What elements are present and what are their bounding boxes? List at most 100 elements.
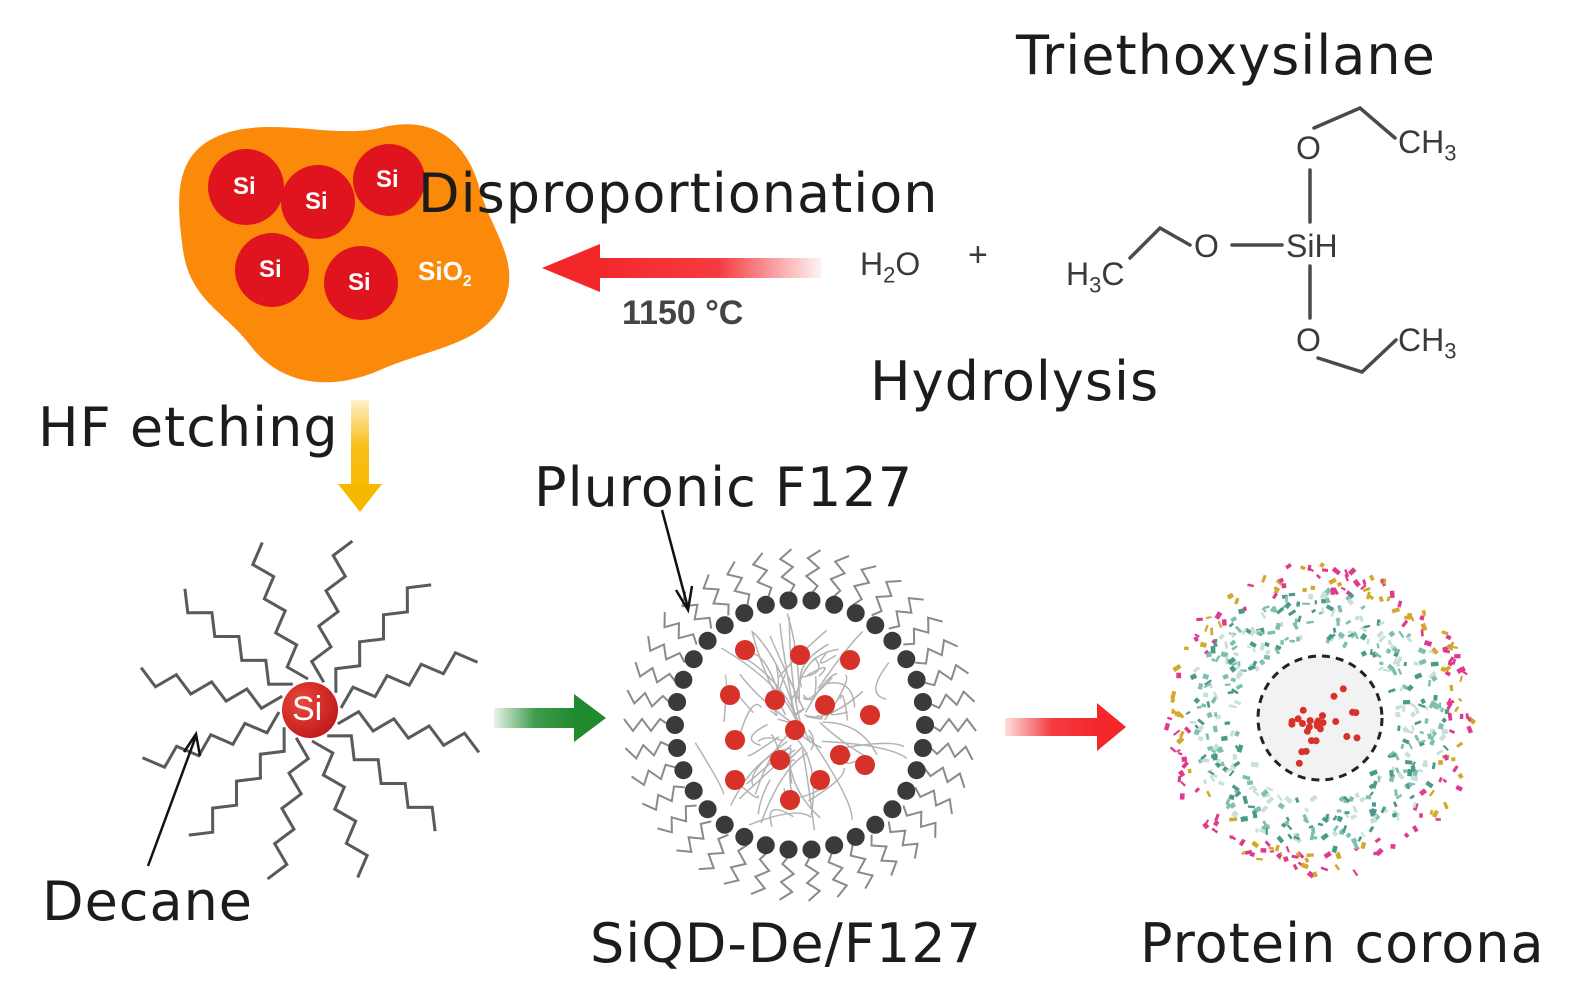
protein-fragment [1283,856,1289,862]
protein-fragment [1180,793,1185,799]
protein-fragment [1428,680,1431,687]
protein-fragment [1361,842,1367,849]
peo-chain [724,845,748,884]
protein-fragment [1441,717,1447,723]
ppo-chain [821,653,836,663]
protein-fragment [1395,704,1403,710]
protein-fragment [1445,634,1451,640]
ppo-chain [803,676,815,700]
shell-bead [735,604,753,622]
protein-fragment [1240,816,1248,822]
protein-fragment [1295,797,1300,803]
protein-fragment [1348,567,1357,575]
protein-fragment [1425,781,1433,789]
decane-chain [189,727,284,835]
protein-fragment [1233,652,1239,657]
protein-fragment [1393,801,1398,807]
peo-chain [929,744,972,760]
protein-fragment [1318,823,1324,827]
protein-fragment [1170,746,1177,752]
protein-fragment [1401,620,1408,628]
protein-fragment [1321,833,1329,841]
encapsulated-qd [855,755,875,775]
decane-chain [185,589,293,684]
protein-fragment [1397,600,1402,607]
protein-fragment [1418,769,1423,773]
protein-fragment [1332,567,1341,576]
shell-bead [847,604,865,622]
protein-fragment [1296,637,1300,642]
protein-fragment [1190,721,1196,724]
protein-fragment [1221,736,1228,742]
peo-chain [924,665,968,685]
protein-fragment [1403,700,1410,705]
protein-fragment [1205,733,1209,740]
core-qd [1354,734,1361,741]
protein-fragment [1275,622,1281,630]
protein-fragment [1455,785,1463,792]
protein-fragment [1281,583,1286,588]
shell-bead [699,800,717,818]
si-label: Si [348,269,371,297]
protein-fragment [1247,780,1253,785]
encapsulated-qd [785,720,805,740]
protein-fragment [1224,641,1228,649]
protein-fragment [1184,646,1189,650]
protein-fragment [1445,671,1451,677]
protein-fragment [1177,776,1181,783]
siqd-micelle [624,549,976,901]
peo-chain [665,612,697,644]
protein-fragment [1379,662,1384,666]
protein-fragment [1225,684,1231,686]
protein-fragment [1419,659,1427,666]
decane-chain [268,738,309,879]
protein-fragment [1444,665,1451,672]
protein-fragment [1265,840,1271,847]
protein-fragment [1350,814,1357,820]
peo-chain [915,787,952,814]
protein-fragment [1386,596,1390,602]
shell-bead [866,816,884,834]
protein-fragment [1200,642,1207,648]
protein-fragment [1266,796,1274,804]
protein-fragment [1194,724,1198,729]
protein-fragment [1215,655,1221,662]
protein-fragment [1316,574,1321,579]
protein-fragment [1247,645,1252,648]
protein-fragment [1392,607,1401,613]
protein-fragment [1360,633,1367,641]
decane-chain [312,741,367,878]
protein-fragment [1270,850,1274,852]
protein-fragment [1176,673,1181,679]
protein-fragment [1322,568,1328,572]
shell-bead [716,616,734,634]
si-label: Si [376,166,399,194]
protein-fragment [1285,596,1288,603]
protein-fragment [1319,562,1325,568]
peo-chain [627,690,670,706]
hf-etching-label: HF etching [38,396,339,459]
protein-fragment [1251,841,1259,849]
protein-fragment [1260,848,1266,853]
core-qd [1300,707,1307,714]
protein-fragment [1404,751,1411,758]
protein-fragment [1397,772,1405,780]
protein-fragment [1345,811,1350,814]
protein-fragment [1260,642,1265,650]
protein-fragment [1219,633,1225,639]
protein-fragment [1407,684,1414,691]
protein-fragment [1451,757,1455,761]
protein-fragment [1346,832,1352,838]
protein-fragment [1213,726,1218,733]
protein-fragment [1369,769,1378,776]
protein-fragment [1311,609,1316,614]
protein-fragment [1370,817,1377,823]
shell-bead [897,782,915,800]
protein-fragment [1304,807,1309,812]
protein-fragment [1229,665,1236,672]
methyl-bottom: CH3 [1398,322,1456,364]
peo-chain [676,821,711,852]
encapsulated-qd [860,705,880,725]
shell-bead [883,632,901,650]
protein-fragment [1306,853,1313,856]
